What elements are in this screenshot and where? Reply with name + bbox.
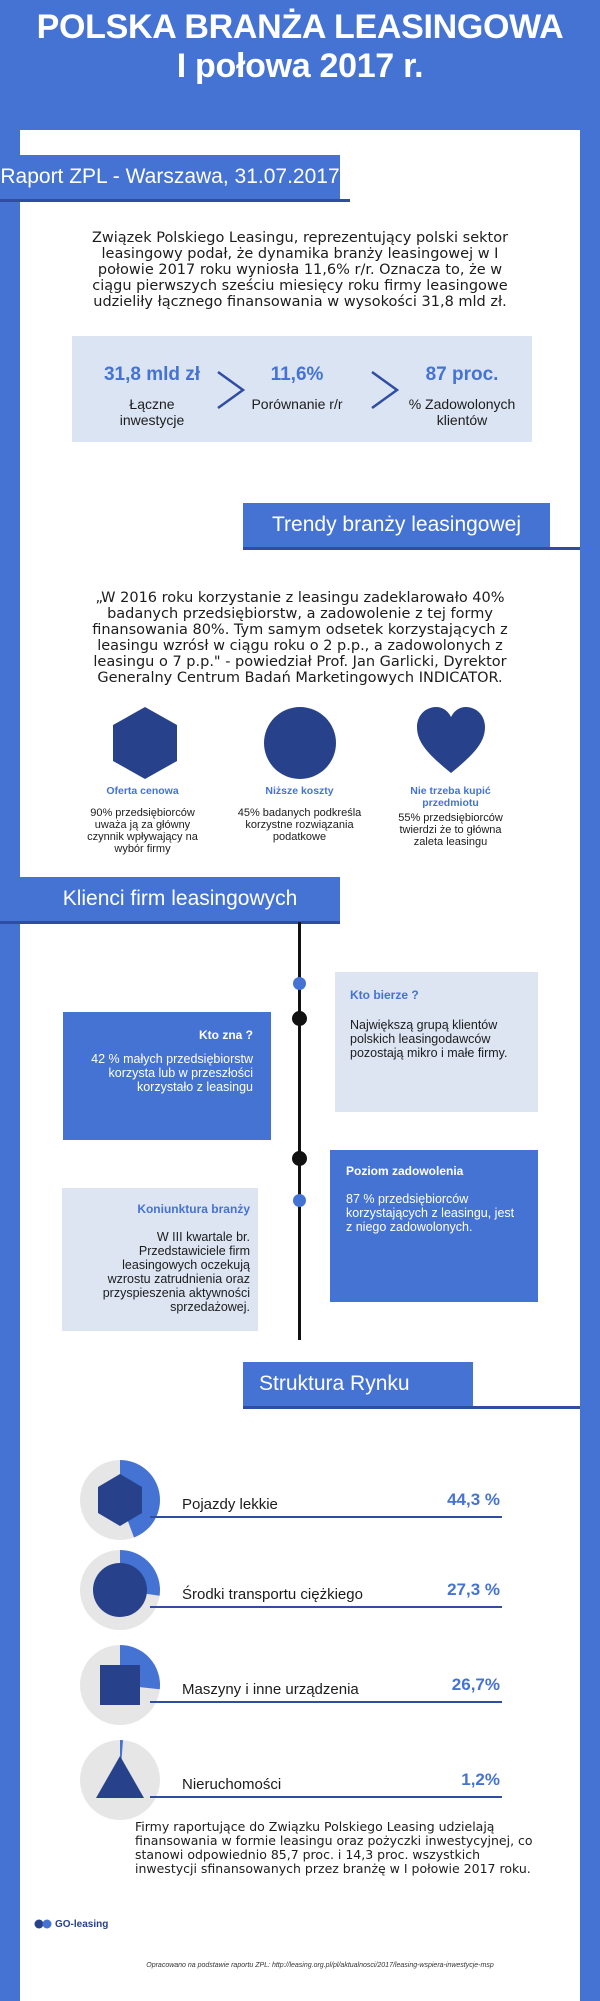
feature-desc: 90% przedsiębiorców uważa ją za główny c… [87,807,198,855]
market-row-value: 26,7% [451,1675,500,1694]
timeline-dot [292,1011,307,1026]
stat-satisfaction: 87 proc. % Zadowolonych klientów [392,364,532,428]
trends-heading-text: Trendy branży leasingowej [271,513,522,536]
client-card-who-takes: Kto bierze ? Największą grupą klientów p… [335,972,538,1112]
title-line-1: POLSKA BRANŻA LEASINGOWA [36,8,564,46]
report-label: Raport ZPL - Warszawa, 31.07.2017 [0,155,340,199]
share-ring-svg [80,1550,160,1630]
card-title: Poziom zadowolenia [346,1164,464,1178]
trends-quote: „W 2016 roku korzystanie z leasingu zade… [92,590,508,686]
stat-label: Porównanie r/r [251,396,343,412]
feature-title: Oferta cenowa [106,785,179,797]
title-line-2: I połowa 2017 r. [176,47,424,85]
go-leasing-logo-icon [34,1919,52,1929]
market-row-underline [150,1796,502,1798]
stat-value: 87 proc. [425,364,499,385]
client-card-satisfaction: Poziom zadowolenia 87 % przedsiębiorców … [330,1150,538,1302]
market-heading-underline [243,1406,580,1409]
market-heading: Struktura Rynku [243,1362,473,1406]
report-label-underline [0,199,350,202]
market-row-underline [150,1516,502,1518]
stat-value: 11,6% [270,364,324,385]
feature-icon [262,705,338,781]
card-text: 87 % przedsiębiorców korzystających z le… [346,1192,515,1234]
stat-label: Łączne inwestycje [119,396,185,428]
page-title: POLSKA BRANŻA LEASINGOWA I połowa 2017 r… [0,8,600,86]
market-row-underline [150,1701,502,1703]
stat-investments: 31,8 mld zł Łączne inwestycje [72,364,232,428]
clients-heading: Klienci firm leasingowych [20,877,340,921]
heart-icon [417,707,485,773]
market-share-ring [80,1550,160,1630]
market-row-value: 1,2% [461,1770,500,1789]
market-row-value: 44,3 % [447,1490,500,1509]
feature-title: Niższe koszty [265,785,334,797]
report-label-text: Raport ZPL - Warszawa, 31.07.2017 [0,165,340,188]
market-share-ring [80,1740,160,1820]
market-row-label: Maszyny i inne urządzenia [182,1681,359,1698]
triangle-icon [96,1756,144,1798]
share-ring-svg [80,1645,160,1725]
share-ring-svg [80,1740,160,1820]
card-text: 42 % małych przedsiębiorstw korzysta lub… [91,1052,253,1094]
feature-desc: 45% badanych podkreśla korzystne rozwiąz… [237,807,362,843]
trends-heading-underline [243,547,580,550]
timeline-dot [293,1194,306,1207]
feature-icon [415,705,487,777]
feature-desc: 55% przedsiębiorców twierdzi że to główn… [398,812,503,848]
stat-yoy: 11,6% Porównanie r/r [232,364,362,412]
card-title: Koniunktura branży [137,1202,250,1216]
card-text: Największą grupą klientów polskich leasi… [350,1018,508,1060]
hexagon-icon [98,1474,142,1526]
arrow-right-icon [371,370,400,410]
stat-value: 31,8 mld zł [103,364,201,385]
footer-text: Firmy raportujące do Związku Polskiego L… [135,1819,533,1876]
trends-heading: Trendy branży leasingowej [243,503,550,547]
stats-box: 31,8 mld zł Łączne inwestycje 11,6% Poró… [72,336,532,442]
timeline-dot [293,977,306,990]
market-row-label: Pojazdy lekkie [182,1496,278,1513]
market-row-underline [150,1606,502,1608]
card-title: Kto zna ? [199,1028,253,1042]
circle-icon [93,1563,147,1617]
market-row-label: Środki transportu ciężkiego [182,1586,363,1603]
stat-label: % Zadowolonych klientów [408,396,516,428]
logo-text: GO-leasing [55,1918,109,1930]
intro-text: Związek Polskiego Leasingu, reprezentują… [91,230,509,310]
timeline-line [298,922,301,1340]
client-card-outlook: Koniunktura branży W III kwartale br. Pr… [62,1188,258,1331]
market-share-ring [80,1645,160,1725]
market-heading-text: Struktura Rynku [259,1372,410,1395]
arrow-right-icon [217,370,246,410]
card-text: W III kwartale br. Przedstawiciele firm … [102,1230,250,1314]
circle-icon [264,707,336,779]
timeline-dot [292,1151,307,1166]
clients-heading-underline [0,921,340,924]
market-share-ring [80,1460,160,1540]
clients-heading-text: Klienci firm leasingowych [62,887,298,910]
source-note: Opracowano na podstawie raportu ZPL: htt… [146,1962,494,1969]
market-row-value: 27,3 % [447,1580,500,1599]
client-card-who-knows: Kto zna ? 42 % małych przedsiębiorstw ko… [63,1012,271,1140]
logo: GO-leasing [34,1913,124,1935]
feature-title: Nie trzeba kupić przedmiotu [410,785,491,809]
share-ring-svg [80,1460,160,1540]
hexagon-icon [113,707,177,779]
market-row-label: Nieruchomości [182,1776,282,1793]
square-icon [100,1665,140,1705]
card-title: Kto bierze ? [350,988,419,1002]
feature-icon [105,705,185,781]
